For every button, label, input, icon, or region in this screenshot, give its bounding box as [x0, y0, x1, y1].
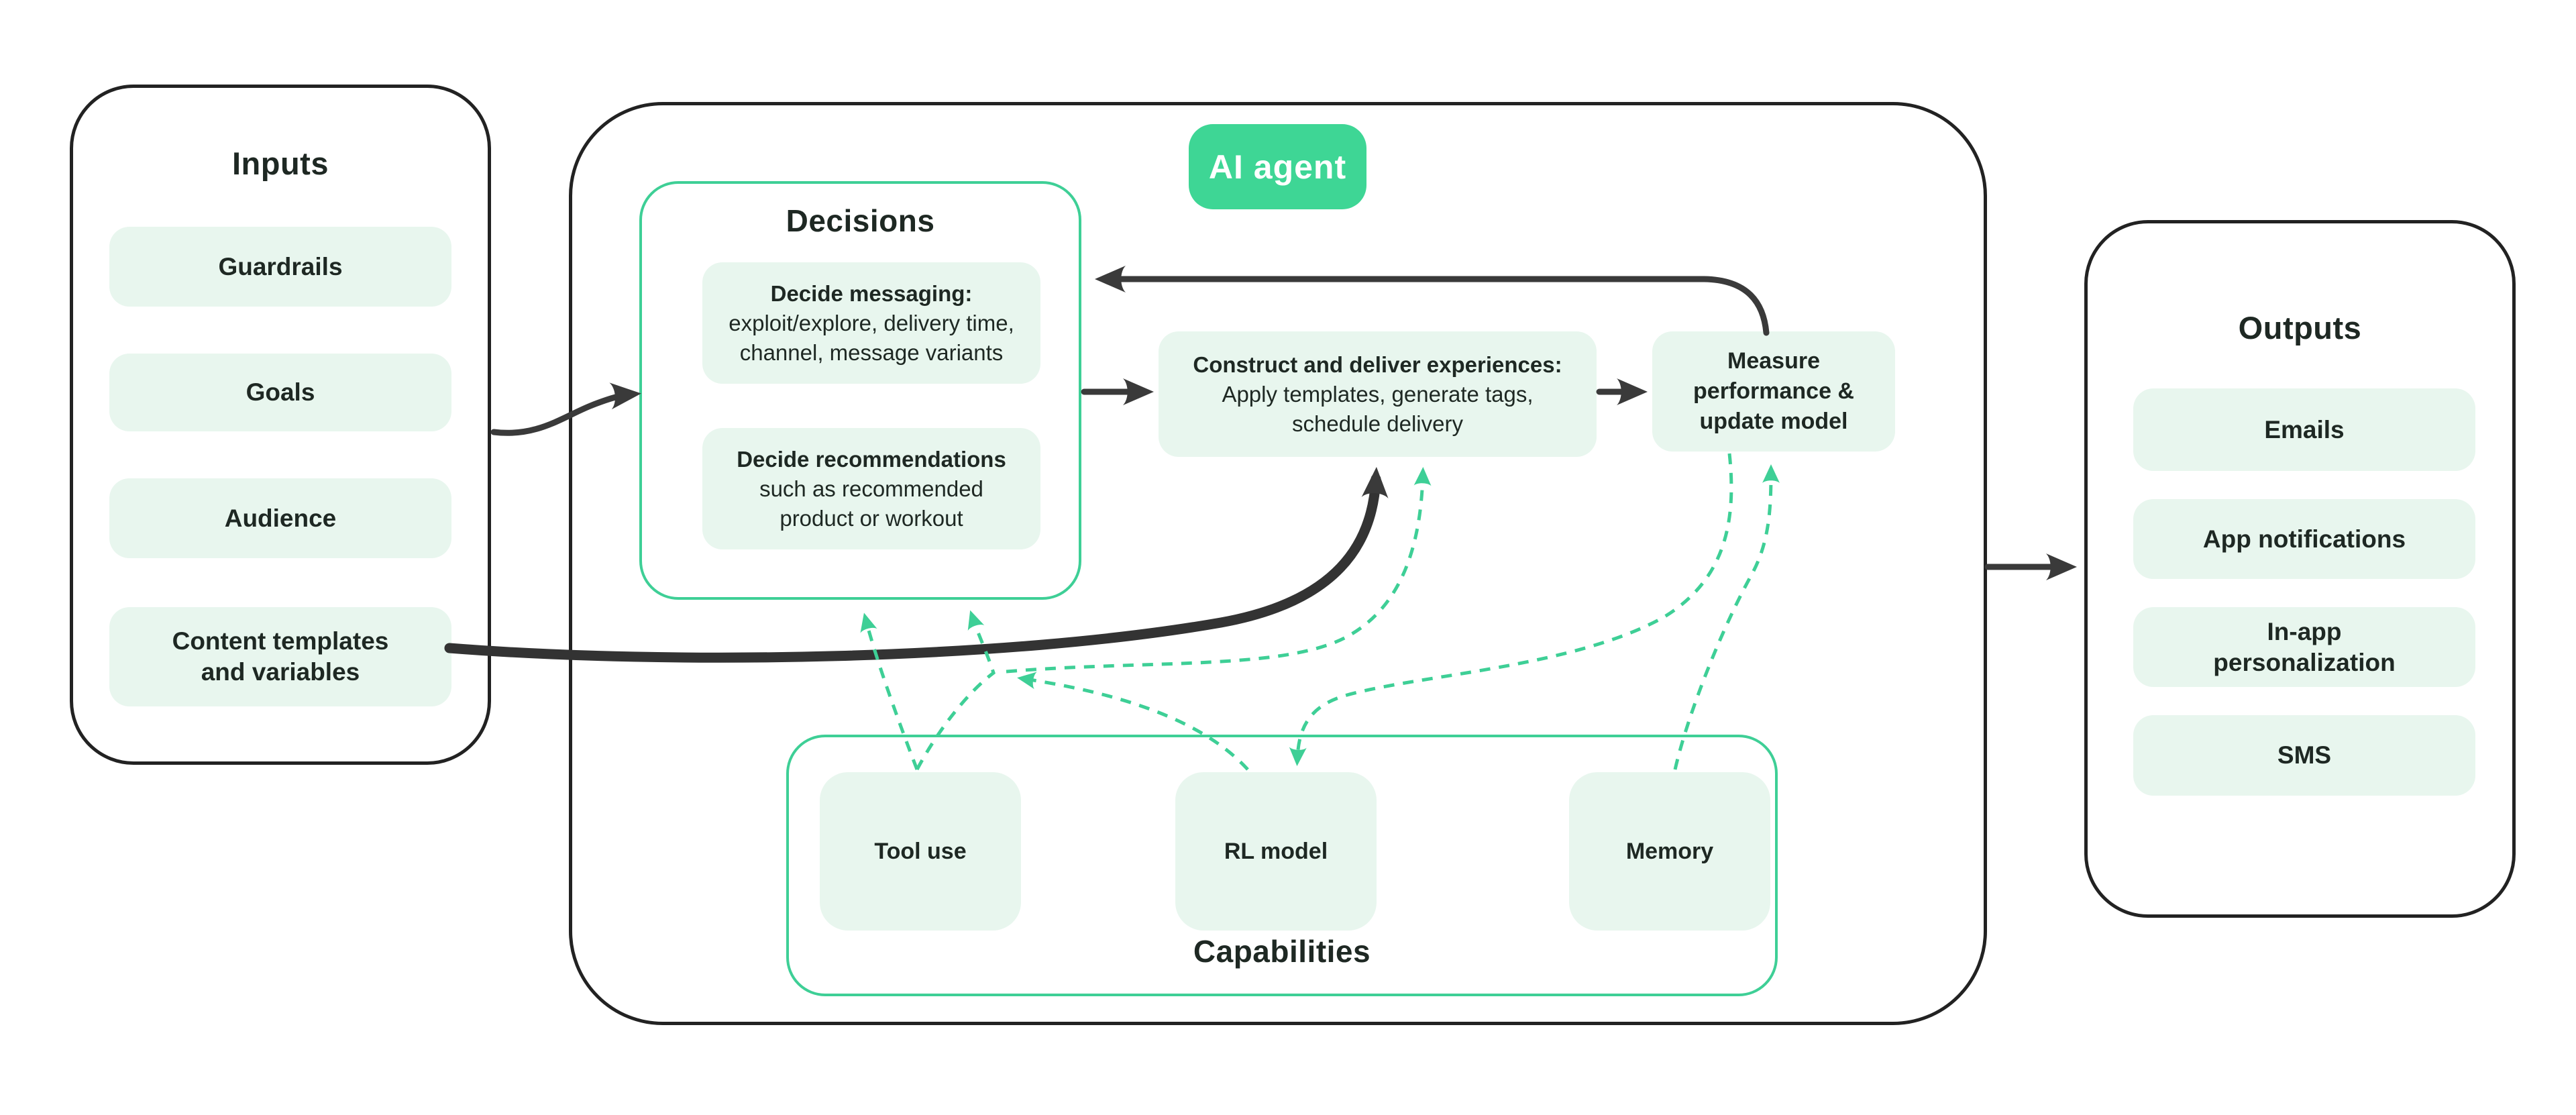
- input-content-templates-label: Content templates and variables: [172, 627, 389, 686]
- inputs-title: Inputs: [232, 146, 329, 181]
- output-emails: Emails: [2133, 388, 2475, 471]
- construct-node: Construct and deliver experiences: Apply…: [1159, 331, 1597, 457]
- input-audience-label: Audience: [224, 504, 337, 532]
- output-app-notifications: App notifications: [2133, 499, 2475, 579]
- capabilities-box: Tool use RL model Memory Capabilities: [786, 735, 1778, 996]
- inputs-panel: Inputs Guardrails Goals Audience Content…: [70, 85, 491, 765]
- output-emails-label: Emails: [2264, 415, 2345, 443]
- decide-recommendations-card: Decide recommendations such as recommend…: [702, 428, 1040, 549]
- decide-recommendations-body: such as recommended product or workout: [759, 476, 983, 531]
- capability-rl-model: RL model: [1175, 772, 1377, 931]
- ai-agent-badge: AI agent: [1189, 124, 1366, 209]
- outputs-title: Outputs: [2238, 310, 2362, 346]
- output-in-app-personalization-label: In-app personalization: [2213, 617, 2396, 676]
- measure-label: Measure performance & update model: [1693, 348, 1854, 434]
- decisions-box: Decisions Decide messaging: exploit/expl…: [639, 181, 1081, 600]
- capability-tool-use-label: Tool use: [874, 838, 967, 864]
- construct-body: Apply templates, generate tags, schedule…: [1222, 381, 1534, 436]
- input-audience: Audience: [109, 478, 451, 558]
- capability-memory: Memory: [1569, 772, 1770, 931]
- decide-recommendations-heading: Decide recommendations: [737, 446, 1006, 472]
- input-guardrails: Guardrails: [109, 227, 451, 307]
- capability-rl-model-label: RL model: [1224, 838, 1328, 864]
- input-goals-label: Goals: [246, 378, 315, 406]
- input-guardrails-label: Guardrails: [218, 252, 343, 280]
- output-sms-label: SMS: [2277, 741, 2332, 769]
- outputs-panel: Outputs Emails App notifications In-app …: [2084, 220, 2516, 918]
- input-goals: Goals: [109, 354, 451, 431]
- capability-memory-label: Memory: [1625, 838, 1714, 864]
- construct-heading: Construct and deliver experiences:: [1193, 352, 1562, 377]
- output-sms: SMS: [2133, 715, 2475, 796]
- capabilities-title: Capabilities: [1193, 934, 1371, 969]
- output-in-app-personalization: In-app personalization: [2133, 607, 2475, 687]
- output-app-notifications-label: App notifications: [2202, 525, 2406, 553]
- decide-messaging-card: Decide messaging: exploit/explore, deliv…: [702, 262, 1040, 384]
- ai-agent-badge-label: AI agent: [1208, 148, 1347, 186]
- measure-node: Measure performance & update model: [1652, 331, 1895, 452]
- decisions-title: Decisions: [786, 203, 935, 238]
- input-content-templates: Content templates and variables: [109, 607, 451, 706]
- capability-tool-use: Tool use: [820, 772, 1021, 931]
- decide-messaging-body: exploit/explore, delivery time, channel,…: [729, 310, 1014, 365]
- decide-messaging-heading: Decide messaging:: [770, 280, 973, 306]
